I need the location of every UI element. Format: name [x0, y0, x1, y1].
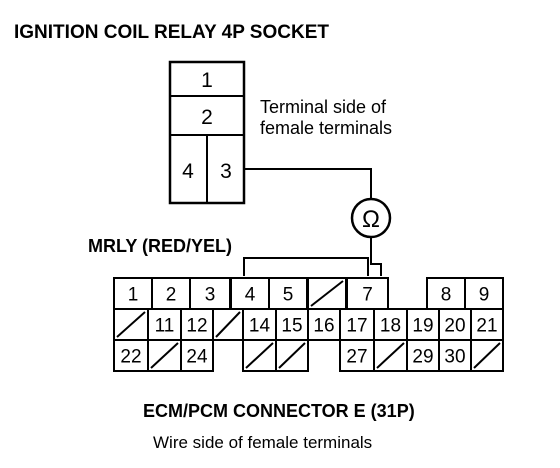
unused-terminal-slash: [150, 342, 179, 369]
terminal-number: 19: [412, 316, 433, 337]
relay-terminal-2: 2: [201, 106, 213, 129]
relay-note-line1: Terminal side of: [260, 97, 387, 117]
terminal-number: 21: [476, 316, 497, 337]
terminal-number: 16: [313, 316, 334, 337]
terminal-number: 3: [205, 285, 216, 306]
connector-note: Wire side of female terminals: [153, 433, 372, 452]
unused-terminal-slash: [310, 280, 344, 307]
relay-terminal-4: 4: [182, 160, 194, 183]
terminal-number: 29: [412, 347, 433, 368]
terminal-number: 5: [283, 285, 294, 306]
relay-note-line2: female terminals: [260, 118, 392, 138]
terminal-number: 20: [444, 316, 465, 337]
terminal-number: 11: [155, 316, 175, 337]
unused-terminal-slash: [215, 311, 241, 338]
unused-terminal-slash: [245, 342, 274, 369]
test-lead-connector: [370, 237, 382, 276]
terminal-number: 12: [186, 316, 207, 337]
connector-cell: [470, 339, 504, 372]
terminal-number: 15: [281, 316, 302, 337]
terminal-number: 1: [128, 285, 139, 306]
terminal-number: 27: [346, 347, 367, 368]
connector-cell: [180, 339, 214, 372]
unused-terminal-slash: [473, 342, 501, 369]
terminal-number: 24: [186, 347, 208, 368]
terminal-number: 2: [166, 285, 177, 306]
unused-terminal-slash: [116, 311, 146, 338]
unused-terminal-slash: [376, 342, 405, 369]
terminal-number: 18: [380, 316, 401, 337]
terminal-number: 7: [362, 285, 373, 306]
relay-terminal-3: 3: [220, 160, 232, 183]
connector-title: ECM/PCM CONNECTOR E (31P): [143, 401, 415, 421]
terminal-number: 4: [245, 285, 256, 306]
terminal-number: 30: [444, 347, 465, 368]
terminal-number: 14: [249, 316, 271, 337]
mrly-wire: [243, 257, 369, 276]
unused-terminal-slash: [278, 342, 306, 369]
relay-socket: 1 2 4 3: [168, 60, 246, 205]
ohmmeter-icon: Ω: [350, 197, 392, 239]
connector-cell: [275, 339, 309, 372]
terminal-number: 8: [441, 285, 452, 306]
terminal-number: 9: [479, 285, 490, 306]
terminal-number: 17: [346, 316, 367, 337]
ohm-symbol: Ω: [362, 206, 380, 233]
terminal-number: 22: [120, 347, 141, 368]
wire-label: MRLY (RED/YEL): [88, 236, 232, 256]
relay-socket-title: IGNITION COIL RELAY 4P SOCKET: [14, 22, 329, 43]
relay-terminal-1: 1: [201, 69, 213, 92]
test-lead-relay: [244, 168, 372, 199]
